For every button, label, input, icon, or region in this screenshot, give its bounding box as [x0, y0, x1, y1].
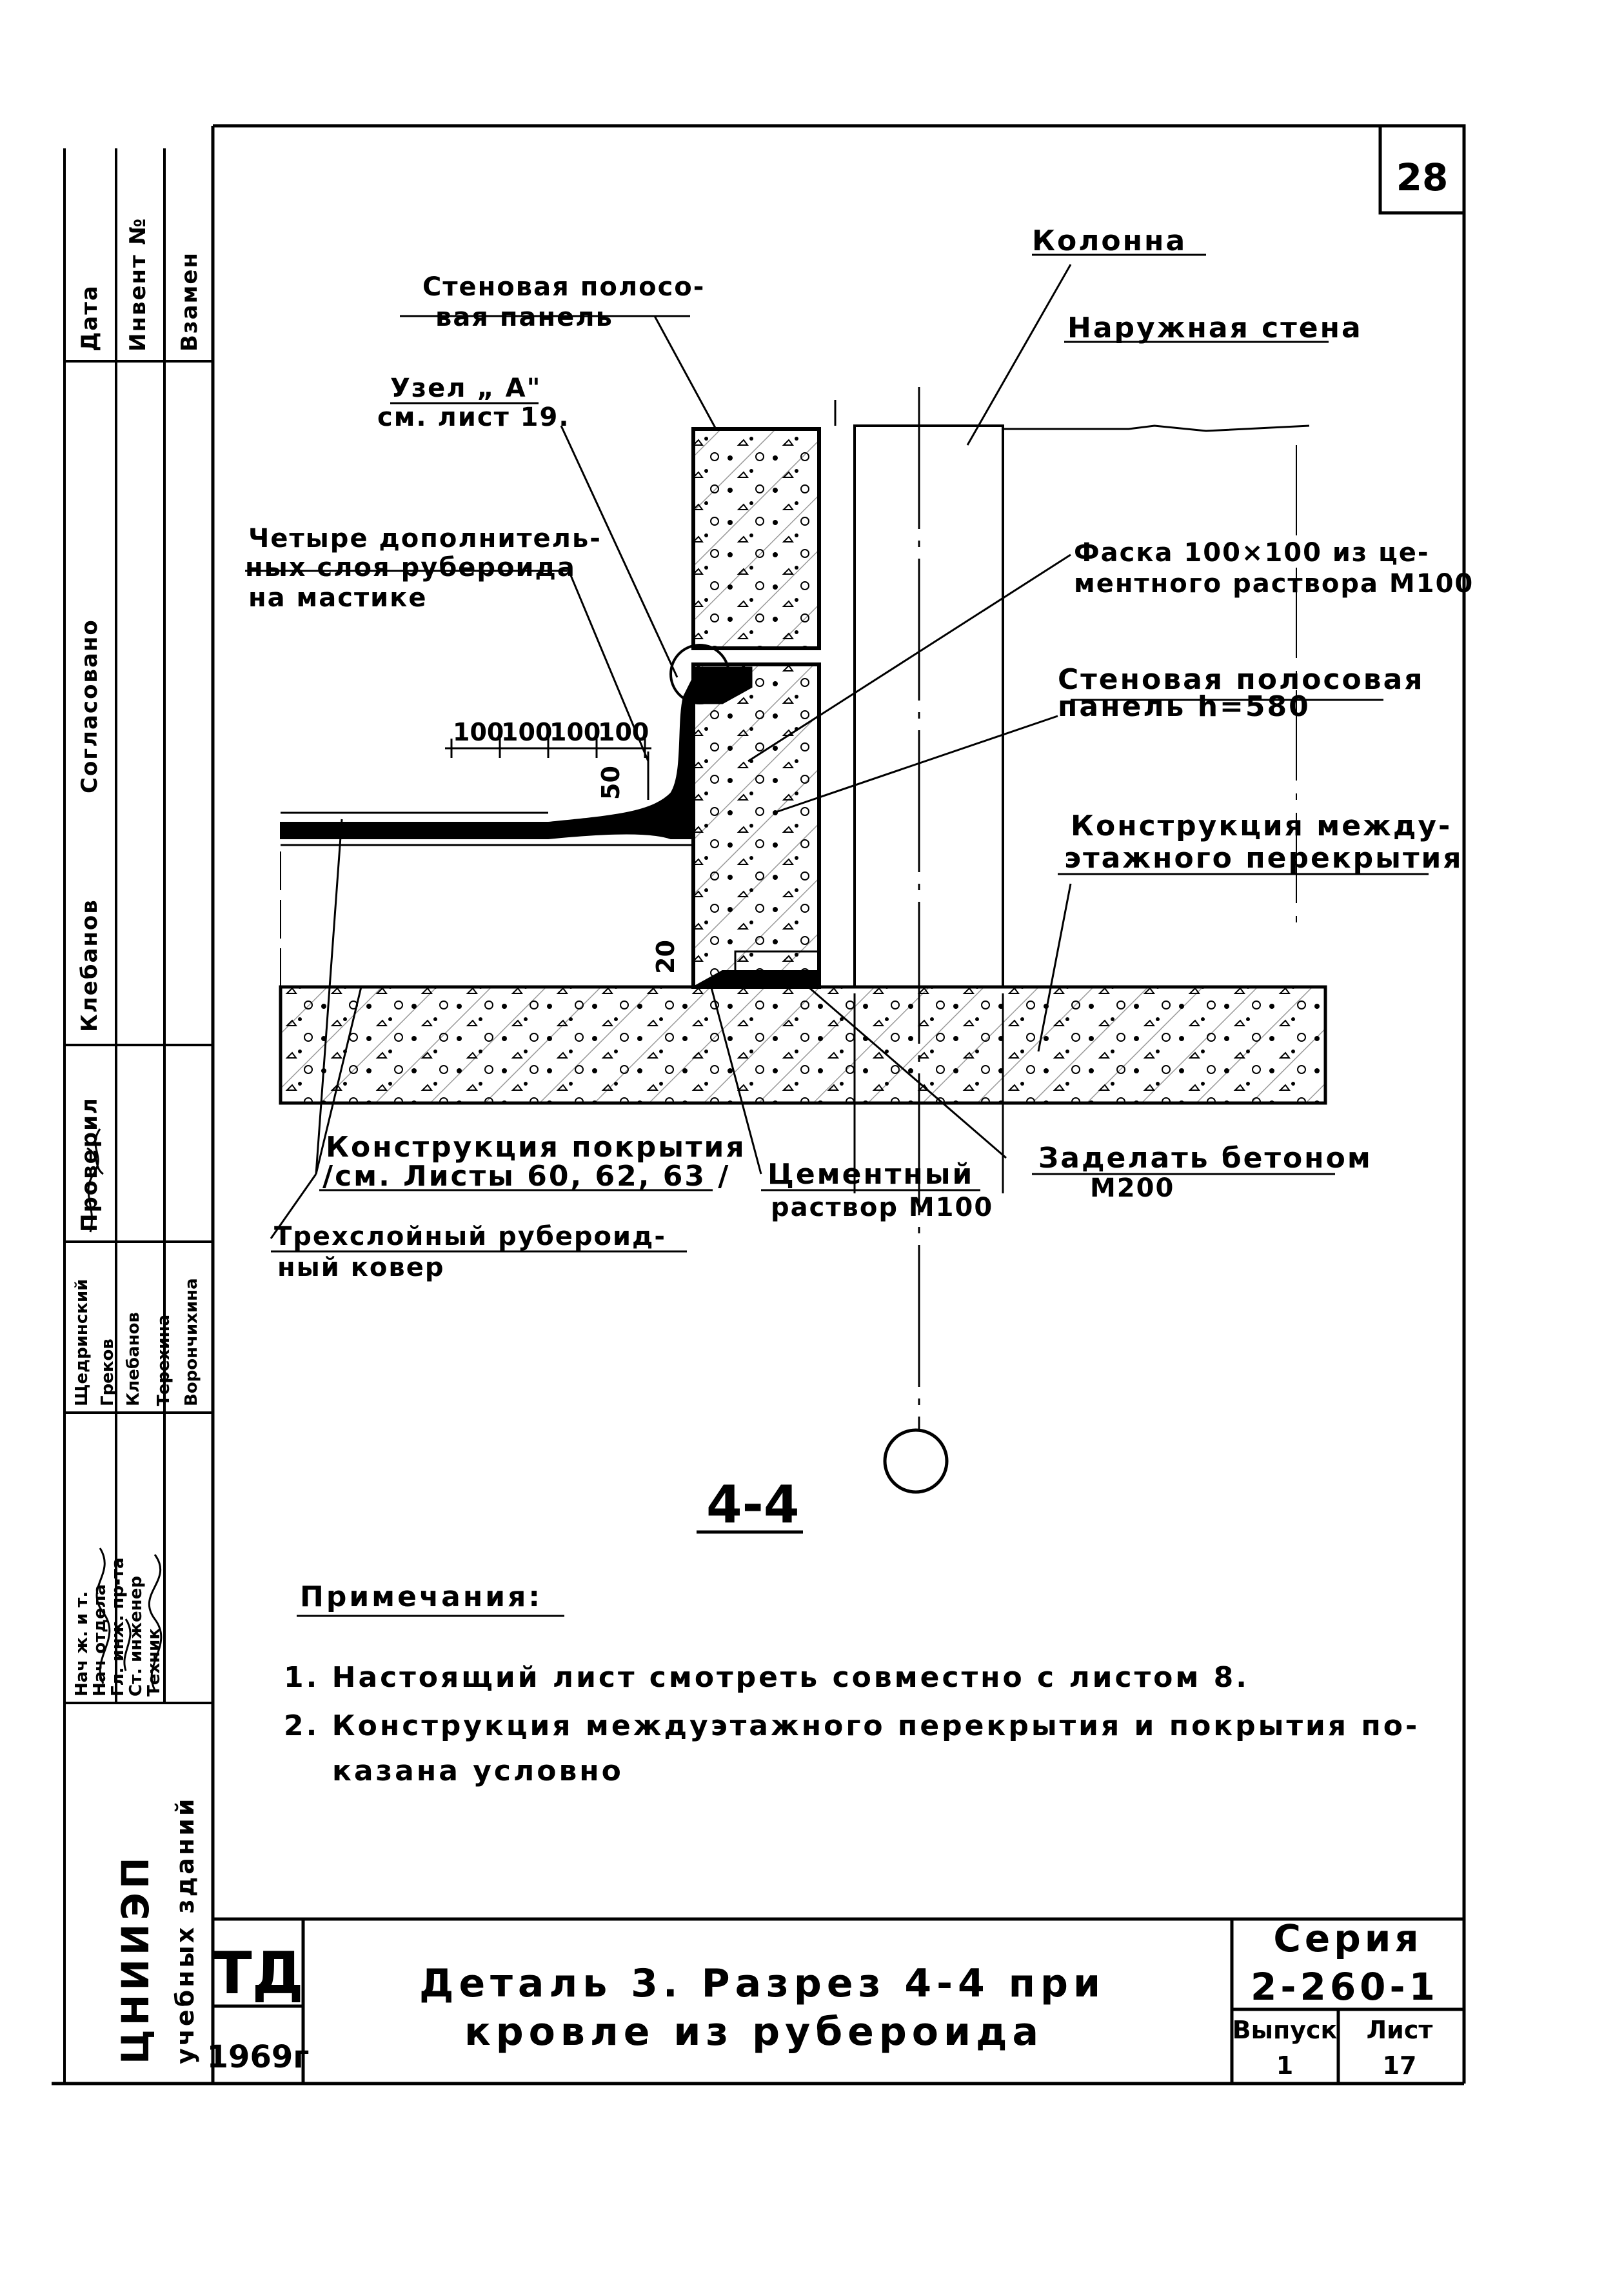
title-block: [213, 1917, 1464, 2084]
label-wall-panel-h-2: панель h=580: [1058, 690, 1311, 723]
stamp-role-2: Нач отдела: [90, 1584, 110, 1697]
stamp-date: Дата: [77, 284, 103, 352]
dim-3: 100: [550, 718, 600, 746]
stamp-inventory: Инвент №: [125, 217, 151, 352]
notes: Примечания: 1. Настоящий лист смотреть с…: [284, 1580, 1420, 1787]
label-four-layers-2: ных слоя рубероида: [245, 553, 576, 582]
section-mark: 4-4: [706, 1475, 800, 1535]
note-2b: казана условно: [332, 1755, 624, 1787]
stamp-checked-name: Клебанов: [77, 899, 103, 1032]
stamp-replaced: Взамен: [177, 252, 203, 352]
label-carpet-1: Трехслойный рубероид-: [274, 1222, 666, 1251]
label-mortar-2: раствор М100: [771, 1193, 993, 1222]
side-stamp: [63, 148, 213, 2084]
label-roof-1: Конструкция покрытия: [326, 1131, 746, 1164]
notes-heading: Примечания:: [300, 1580, 542, 1613]
stamp-agreed: Согласовано: [77, 619, 103, 793]
issue-value: 1: [1276, 2051, 1293, 2080]
series-label: Серия: [1273, 1916, 1422, 1960]
sheet-number-box: 28: [1378, 124, 1466, 215]
label-concrete-2: М200: [1090, 1173, 1174, 1203]
signature-group: [95, 1548, 163, 1691]
label-mortar-1: Цементный: [767, 1158, 974, 1191]
series-value: 2-260-1: [1251, 1965, 1439, 2009]
label-floor-1: Конструкция между-: [1071, 810, 1452, 842]
label-chamfer-1: Фаска 100×100 из це-: [1074, 538, 1429, 568]
label-chamfer-2: ментного раствора М100: [1074, 569, 1474, 599]
side-stamp-text: Дата Инвент № Взамен Согласовано Клебано…: [72, 217, 203, 2064]
stamp-name-1: Щедринский: [72, 1279, 92, 1406]
axis-marker: [883, 1428, 949, 1494]
stamp-name-4: Терехина: [154, 1315, 173, 1406]
doc-title-2: кровле из рубероида: [464, 2009, 1044, 2055]
sheet-label: Лист: [1367, 2016, 1433, 2044]
label-column: Колонна: [1032, 224, 1187, 257]
signature-checked: [86, 1128, 104, 1233]
column: [853, 424, 1004, 988]
label-node-a-2: см. лист 19.: [377, 403, 570, 432]
label-wall-panel-h-1: Стеновая полосовая: [1058, 663, 1425, 696]
dim-4: 100: [598, 718, 649, 746]
label-four-layers-3: на мастике: [248, 583, 427, 613]
label-floor-2: этажного перекрытия: [1064, 842, 1463, 875]
section-drawing: [245, 254, 1429, 1617]
title-block-text: ТД 1969г Деталь 3. Разрез 4-4 при кровле…: [207, 1916, 1439, 2080]
sheet-frame: [52, 124, 1466, 2085]
stamp-name-2: Греков: [98, 1339, 117, 1406]
stamp-role-1: Нач ж. и т.: [72, 1591, 92, 1697]
doc-code: ТД: [212, 1940, 304, 2007]
label-wall-panel-top-1: Стеновая полосо-: [422, 272, 705, 302]
dim-1: 100: [453, 718, 504, 746]
issue-label: Выпуск: [1233, 2016, 1338, 2044]
label-concrete-1: Заделать бетоном: [1038, 1142, 1372, 1175]
leader-lines: [245, 254, 1429, 1253]
roof-layers: [280, 677, 694, 839]
label-four-layers-1: Четыре дополнитель-: [248, 524, 602, 553]
callout-labels: Колонна Наружная стена Стеновая полосо- …: [245, 224, 1474, 1282]
label-wall-panel-top-2: вая панель: [435, 303, 613, 332]
doc-title-1: Деталь 3. Разрез 4-4 при: [419, 1961, 1105, 2006]
dim-vertical: 50: [597, 766, 625, 800]
sheet-value: 17: [1383, 2051, 1417, 2080]
node-a-circle: [669, 644, 730, 704]
stamp-name-5: Ворончихина: [182, 1278, 201, 1406]
label-roof-2: /см. Листы 60, 62, 63 /: [322, 1160, 730, 1193]
dimension-labels: 100 100 100 100 50 20: [453, 718, 680, 974]
note-1: 1. Настоящий лист смотреть совместно с л…: [284, 1661, 1249, 1694]
dim-gap: 20: [651, 940, 680, 974]
stamp-role-3: Гл. инж. пр-та: [108, 1557, 128, 1697]
note-2a: 2. Конструкция междуэтажного перекрытия …: [284, 1709, 1420, 1742]
sheet-number: 28: [1396, 155, 1449, 199]
dim-2: 100: [501, 718, 552, 746]
org-name: ЦНИИЭП: [114, 1853, 157, 2064]
org-subtitle: учебных зданий: [171, 1796, 199, 2064]
label-node-a-1: Узел „ А": [390, 373, 541, 403]
label-outer-wall: Наружная стена: [1067, 312, 1363, 344]
stamp-name-3: Клебанов: [124, 1312, 143, 1406]
doc-year: 1969г: [207, 2039, 310, 2075]
label-carpet-2: ный ковер: [277, 1253, 444, 1282]
